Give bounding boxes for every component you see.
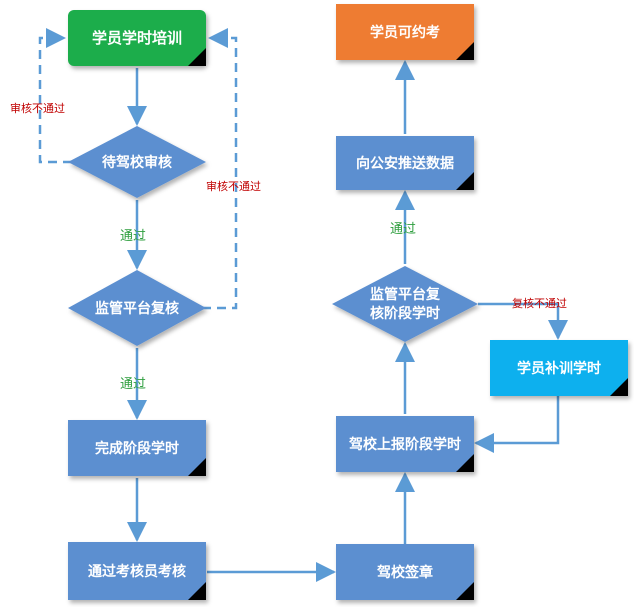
node-platform-recheck: 监管平台复 核阶段学时 <box>332 266 478 342</box>
edge-supplement-to-report-stage <box>474 396 560 453</box>
node-supplement-training-label: 学员补训学时 <box>517 360 601 377</box>
edge-label-pass-2: 通过 <box>120 377 146 392</box>
node-platform-recheck-label-line1: 监管平台复 <box>370 286 441 303</box>
node-school-seal: 驾校签章 <box>336 544 474 600</box>
node-start-training: 学员学时培训 <box>68 10 206 66</box>
node-supplement-training: 学员补训学时 <box>490 340 628 396</box>
node-platform-review-label: 监管平台复核 <box>95 300 179 317</box>
edge-label-recheck-reject: 复核不通过 <box>512 296 567 310</box>
node-report-stage-label: 驾校上报阶段学时 <box>348 436 461 453</box>
node-start-training-label: 学员学时培训 <box>92 29 182 47</box>
edge-label-reject-platform: 审核不通过 <box>206 179 261 193</box>
edge-platform-recheck-to-supplement <box>478 302 568 340</box>
node-platform-recheck-label-line2: 核阶段学时 <box>370 305 440 322</box>
edge-platform-review-reject-loop <box>202 28 238 310</box>
node-pass-exam: 通过考核员考核 <box>68 542 206 600</box>
edge-label-reject-school: 审核不通过 <box>10 101 65 115</box>
node-school-review-label: 待驾校审核 <box>102 154 172 171</box>
node-can-book-exam-label: 学员可约考 <box>370 24 440 41</box>
node-complete-stage: 完成阶段学时 <box>68 420 206 476</box>
node-complete-stage-label: 完成阶段学时 <box>95 440 179 457</box>
edge-label-pass-1: 通过 <box>120 229 146 244</box>
node-school-seal-label: 驾校签章 <box>376 564 433 581</box>
node-push-police-label: 向公安推送数据 <box>356 155 454 172</box>
node-school-review: 待驾校审核 <box>68 126 206 198</box>
node-report-stage: 驾校上报阶段学时 <box>336 416 474 472</box>
node-platform-review: 监管平台复核 <box>68 270 206 346</box>
node-can-book-exam: 学员可约考 <box>336 4 474 60</box>
node-pass-exam-label: 通过考核员考核 <box>88 563 186 580</box>
edge-label-pass-3: 通过 <box>390 222 416 237</box>
edge-school-review-reject-loop <box>38 28 72 164</box>
node-push-police: 向公安推送数据 <box>336 136 474 190</box>
